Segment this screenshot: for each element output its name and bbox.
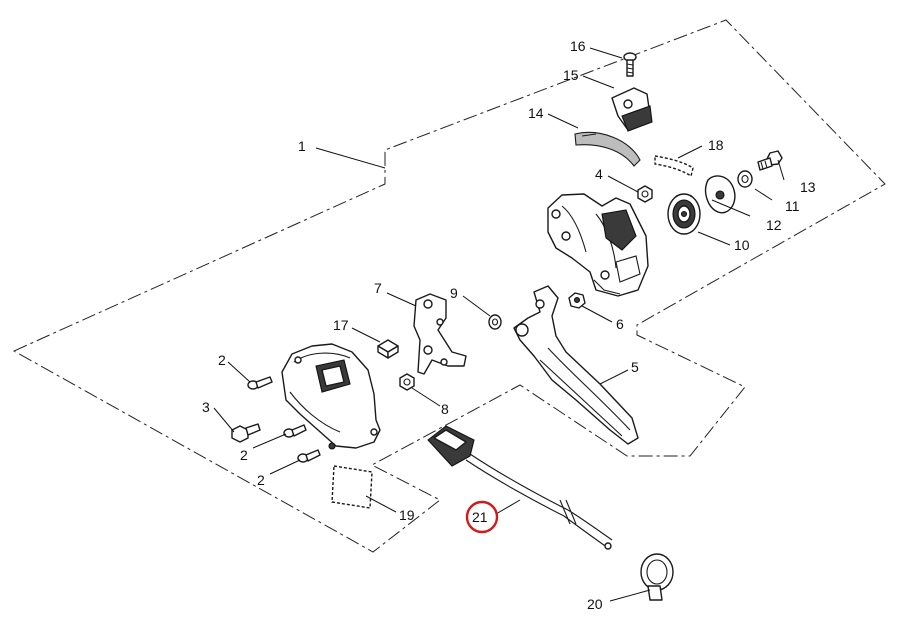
part-7-linkage xyxy=(413,293,467,375)
callout-20: 20 xyxy=(587,596,603,612)
part-21-cable xyxy=(427,425,613,550)
bracket-body xyxy=(547,193,649,297)
callout-19: 19 xyxy=(399,507,415,523)
callout-17: 17 xyxy=(333,317,349,333)
callout-9: 9 xyxy=(450,285,458,301)
leader-lines xyxy=(213,47,785,602)
callout-21: 21 xyxy=(472,509,488,525)
callout-15: 15 xyxy=(563,67,579,83)
callout-3: 3 xyxy=(202,399,210,415)
left-housing xyxy=(281,343,381,450)
part-14-window-cover xyxy=(574,132,641,167)
callout-2c: 2 xyxy=(257,472,265,488)
callout-11: 11 xyxy=(785,198,800,214)
callout-2a: 2 xyxy=(218,352,226,368)
callout-5: 5 xyxy=(631,359,639,375)
callout-labels: 1 16 15 14 18 4 13 11 12 10 7 9 17 6 5 2… xyxy=(202,38,816,612)
callout-4: 4 xyxy=(595,166,603,182)
assembly-outline xyxy=(12,19,886,553)
part-13-bolt xyxy=(757,150,783,171)
part-12-plate xyxy=(704,175,736,214)
part-16-screw xyxy=(623,52,637,77)
part-2-screw-a xyxy=(247,376,273,390)
part-9-washer xyxy=(488,314,502,330)
part-4-nut xyxy=(637,185,653,203)
callout-16: 16 xyxy=(570,38,586,54)
callout-13: 13 xyxy=(800,179,816,195)
part-2-screw-b xyxy=(283,424,307,438)
part-19-label xyxy=(331,465,373,509)
part-15-indicator xyxy=(611,87,653,132)
callout-1: 1 xyxy=(298,138,306,154)
callout-10: 10 xyxy=(734,237,750,253)
callout-12: 12 xyxy=(766,217,782,233)
part-20-clamp xyxy=(640,553,674,601)
callout-18: 18 xyxy=(708,137,724,153)
part-10-wheel xyxy=(667,193,701,235)
callout-8: 8 xyxy=(441,401,449,417)
part-11-washer xyxy=(737,170,753,188)
callout-2b: 2 xyxy=(240,447,248,463)
callout-14: 14 xyxy=(528,105,544,121)
part-8-nut xyxy=(399,373,415,391)
highlight-circle xyxy=(465,500,499,534)
part-5-lever xyxy=(513,285,639,445)
callout-6: 6 xyxy=(616,316,624,332)
part-17-square-nut xyxy=(377,339,399,359)
callout-7: 7 xyxy=(374,280,382,296)
part-18-label xyxy=(654,155,694,177)
part-3-bolt xyxy=(231,423,261,443)
part-6-nut xyxy=(568,292,586,309)
part-2-screw-c xyxy=(297,449,321,463)
